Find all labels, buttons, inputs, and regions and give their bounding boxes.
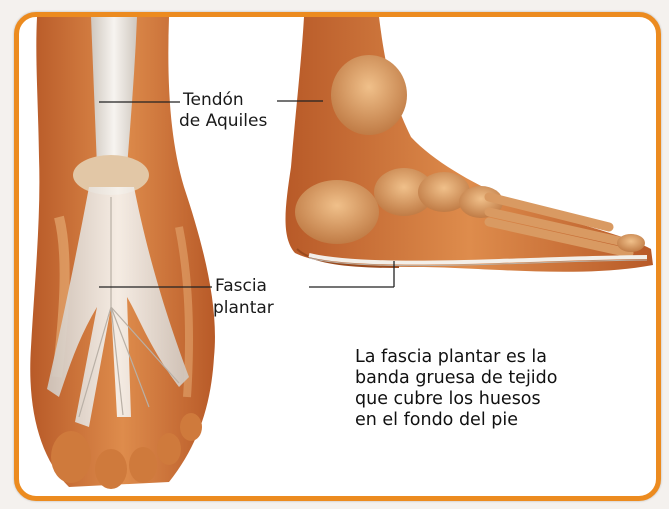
description-caption: La fascia plantar es la banda gruesa de …	[355, 347, 558, 431]
achilles-label-line2: de Aquiles	[179, 111, 267, 132]
fascia-label-line1: Fascia	[215, 276, 267, 297]
fascia-label-line2: plantar	[213, 298, 274, 319]
right-foot-side-view	[286, 17, 654, 272]
illustration-frame: Tendón de Aquiles Fascia plantar La fasc…	[14, 12, 661, 501]
caption-line: en el fondo del pie	[355, 410, 558, 431]
caption-line: La fascia plantar es la	[355, 347, 558, 368]
foot-anatomy-illustration	[19, 17, 656, 496]
caption-line: que cubre los huesos	[355, 389, 558, 410]
caption-line: banda gruesa de tejido	[355, 368, 558, 389]
left-foot-bottom-view	[30, 17, 215, 489]
achilles-label-line1: Tendón	[183, 90, 244, 111]
